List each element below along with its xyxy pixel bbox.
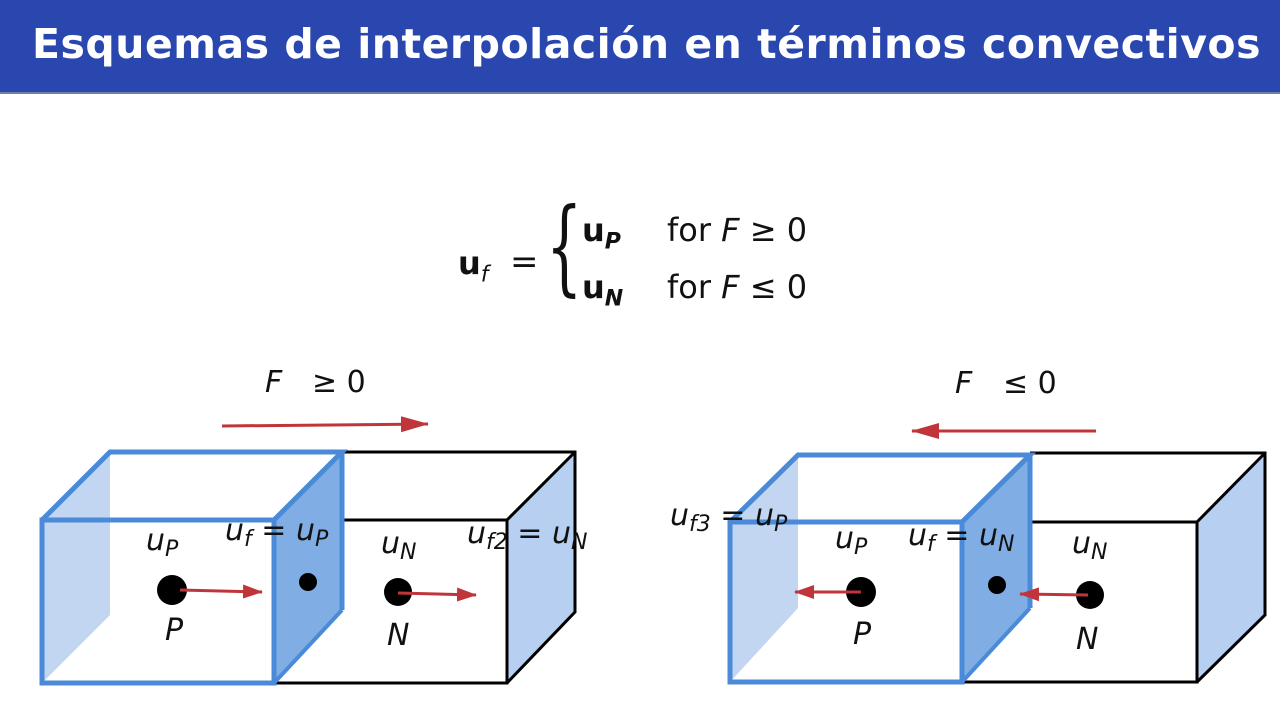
node-N [1076, 581, 1104, 609]
shared-face [274, 452, 342, 683]
node-P [157, 575, 187, 605]
diagram-negative-flow: F ≤ 0 uf3 = uP uP uf = uN uN P N [670, 366, 1267, 685]
neighbour-east-face [507, 452, 575, 683]
flow-label-cond: ≤ 0 [1003, 366, 1057, 401]
owner-west-face [730, 455, 798, 682]
label-P: P [853, 617, 872, 652]
label-uP: uP [835, 521, 868, 560]
label-uf-eq-uN: uf = uN [908, 518, 1014, 557]
label-uf2-eq-uN: uf2 = uN [467, 516, 587, 555]
equation-equals: = [510, 242, 539, 282]
flow-label-var: F [265, 365, 283, 400]
equation-lhs: uf [458, 244, 489, 288]
label-uf3-eq-uP: uf3 = uP [670, 498, 788, 537]
slide-header: Esquemas de interpolación en términos co… [0, 0, 1280, 94]
label-uP: uP [146, 523, 179, 562]
node-N [384, 578, 412, 606]
label-uN: uN [381, 526, 416, 565]
face-center-f [988, 576, 1006, 594]
diagram-positive-flow: F ≥ 0 uP uf = uP uN uf2 = uN P N [39, 365, 587, 686]
face-center-f [299, 573, 317, 591]
owner-cell [39, 517, 277, 686]
slide-title: Esquemas de interpolación en términos co… [32, 20, 1261, 68]
flow-label-cond: ≥ 0 [312, 365, 366, 400]
flow-label-var: F [955, 366, 973, 401]
owner-west-face [42, 452, 110, 683]
owner-cell [727, 519, 965, 685]
label-P: P [165, 613, 184, 648]
label-uf-eq-uP: uf = uP [225, 513, 329, 552]
label-N: N [387, 618, 409, 653]
label-uN: uN [1072, 526, 1107, 565]
label-N: N [1076, 622, 1098, 657]
flow-arrow-right-icon [221, 416, 429, 433]
equation-brace: { [546, 185, 583, 307]
neighbour-east-face [1197, 455, 1265, 682]
